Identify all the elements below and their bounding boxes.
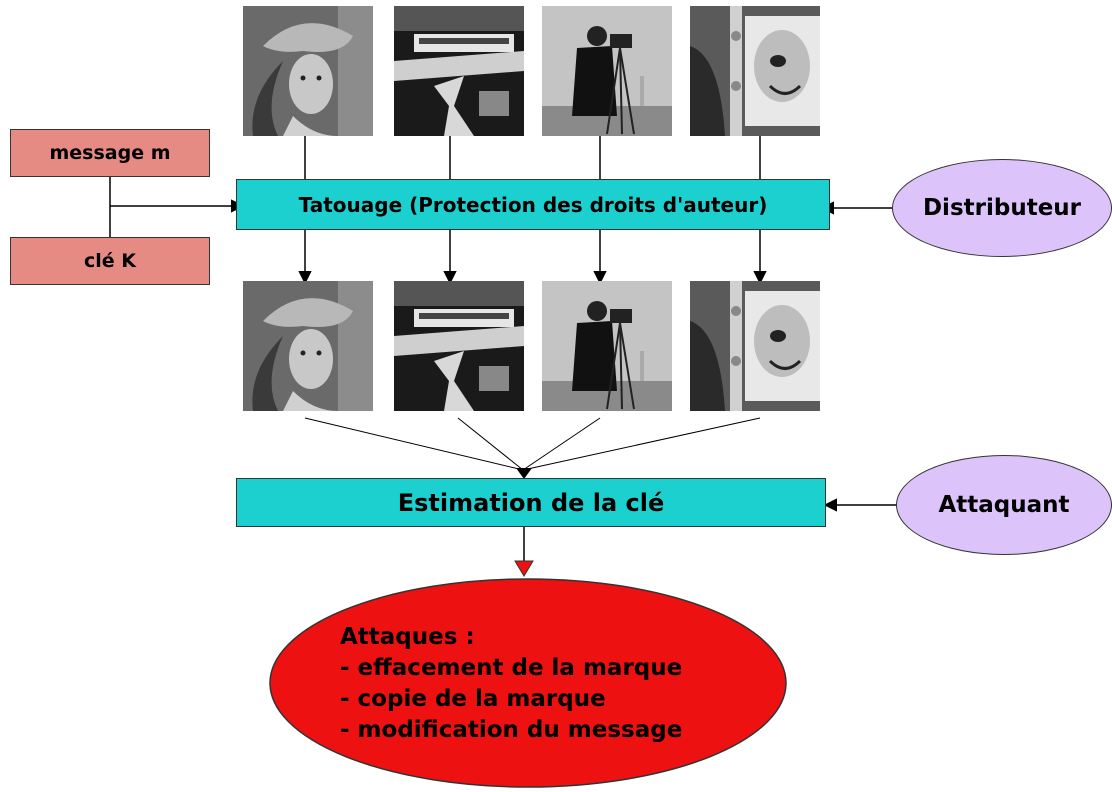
attacks-oval xyxy=(269,578,787,788)
original-image-cameraman xyxy=(542,6,672,136)
estimation-arrowhead xyxy=(514,560,534,577)
estimation-label: Estimation de la clé xyxy=(397,488,665,517)
message-label: message m xyxy=(49,142,171,164)
original-image-building xyxy=(394,6,524,136)
key-box: clé K xyxy=(10,237,210,285)
watermarked-image-cameraman xyxy=(542,281,672,411)
watermarking-box: Tatouage (Protection des droits d'auteur… xyxy=(236,179,830,230)
converge-arrowhead xyxy=(516,468,532,479)
message-box: message m xyxy=(10,129,210,177)
converge-4 xyxy=(522,417,761,471)
estimation-box: Estimation de la clé xyxy=(236,478,826,527)
attacks-title: Attaques : xyxy=(340,624,475,650)
attacks-list: Attaques : - effacement de la marque - c… xyxy=(340,622,682,746)
original-image-lena xyxy=(243,6,373,136)
distributor-oval: Distributeur xyxy=(892,159,1112,257)
original-image-clown xyxy=(690,6,820,136)
attack-item-modify: - modification du message xyxy=(340,717,683,743)
attacker-oval: Attaquant xyxy=(896,455,1112,555)
watermarked-image-clown xyxy=(690,281,820,411)
distributor-label: Distributeur xyxy=(922,195,1082,221)
watermarking-label: Tatouage (Protection des droits d'auteur… xyxy=(298,192,768,217)
converge-3 xyxy=(522,417,601,471)
attacker-label: Attaquant xyxy=(938,492,1070,518)
attack-item-erase: - effacement de la marque xyxy=(340,655,683,681)
key-label: clé K xyxy=(84,250,136,272)
converge-1 xyxy=(304,417,524,471)
converge-2 xyxy=(457,417,524,471)
attack-item-copy: - copie de la marque xyxy=(340,686,606,712)
watermarked-image-lena xyxy=(243,281,373,411)
watermarked-image-building xyxy=(394,281,524,411)
